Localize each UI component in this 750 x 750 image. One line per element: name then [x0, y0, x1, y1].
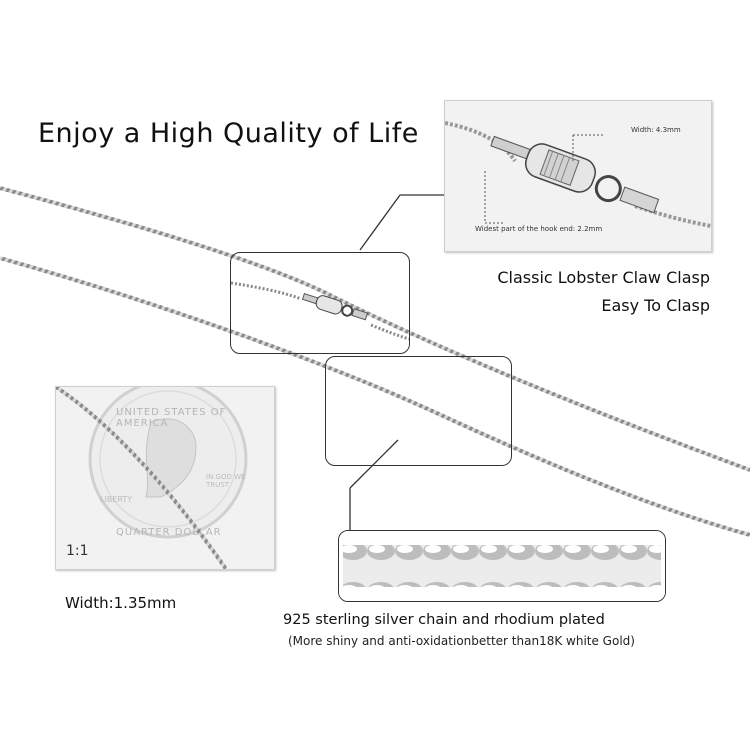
- coin-top-text: UNITED STATES OF AMERICA: [116, 407, 227, 429]
- coin-bottom-text: QUARTER DOLLAR: [116, 527, 222, 538]
- clasp-callout-box: [230, 252, 410, 354]
- clasp-width-tag: Width: 4.3mm: [631, 126, 681, 134]
- quarter-coin-illustration: [56, 387, 248, 569]
- lobster-clasp-illustration: [445, 121, 711, 228]
- chain-upper: [0, 186, 750, 472]
- rope-closeup-illustration: [339, 531, 665, 601]
- clasp-detail-panel: Width: 4.3mm Widest part of the hook end…: [444, 100, 712, 252]
- quarter-comparison-panel: UNITED STATES OF AMERICA LIBERTY IN GOD …: [55, 386, 275, 570]
- material-caption-line2: (More shiny and anti-oxidationbetter tha…: [288, 634, 635, 648]
- chain-callout-box: [325, 356, 512, 466]
- mini-clasp-icon: [230, 281, 410, 341]
- clasp-caption-line2: Easy To Clasp: [601, 296, 710, 315]
- material-caption-line1: 925 sterling silver chain and rhodium pl…: [283, 612, 605, 628]
- chain-lower: [0, 256, 750, 537]
- chain-width-caption: Width:1.35mm: [65, 594, 177, 612]
- coin-liberty-text: LIBERTY: [100, 495, 133, 504]
- rope-closeup-box: [338, 530, 666, 602]
- headline: Enjoy a High Quality of Life: [38, 118, 419, 149]
- coin-motto-text: IN GOD WE TRUST: [206, 473, 246, 489]
- hook-width-tag: Widest part of the hook end: 2.2mm: [475, 225, 603, 233]
- scale-ratio: 1:1: [66, 543, 89, 559]
- clasp-caption-line1: Classic Lobster Claw Clasp: [497, 268, 710, 287]
